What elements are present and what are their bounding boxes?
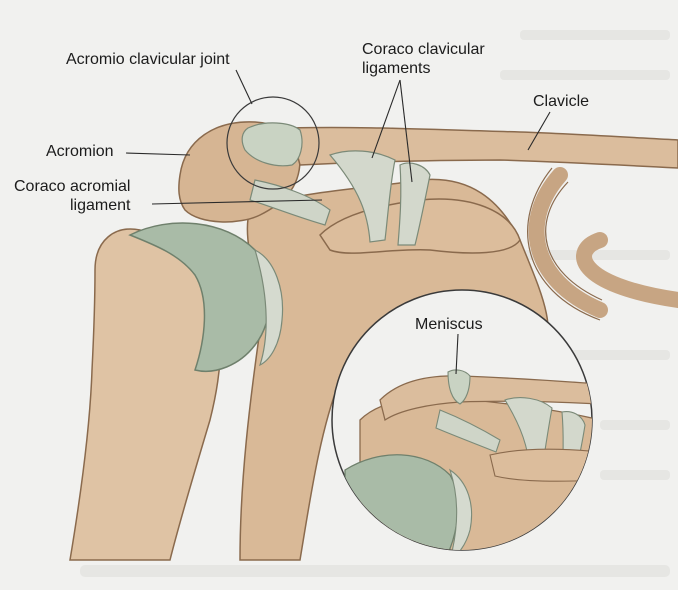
glenoid-labrum bbox=[254, 248, 284, 367]
coracoclavicular-label-line1: Coraco clavicular bbox=[362, 41, 485, 58]
coracoclavicular-label-line2: ligaments bbox=[362, 60, 431, 77]
ac-joint-callout-circle bbox=[226, 96, 320, 190]
coracoacromial-label-line1: Coraco acromial bbox=[14, 178, 131, 195]
ribs bbox=[528, 167, 678, 318]
ac-joint-cartilage bbox=[241, 122, 303, 167]
coracoclavicular-ligaments bbox=[328, 150, 431, 246]
coracoacromial-ligament bbox=[249, 179, 331, 226]
coracoclavicular-ligaments-label: Coraco clavicular ligaments bbox=[362, 40, 485, 78]
background-text-lines bbox=[80, 30, 670, 577]
coracoacromial-label-line2: ligament bbox=[70, 197, 131, 214]
clavicle-label: Clavicle bbox=[533, 93, 590, 110]
acromioclavicular-joint-label: Acromio clavicular joint bbox=[66, 51, 230, 68]
coracoacromial-ligament-label: Coraco acromial ligament bbox=[14, 177, 130, 215]
humeral-head-cartilage bbox=[128, 222, 271, 372]
leader-lines bbox=[125, 69, 551, 375]
acromion-label: Acromion bbox=[46, 143, 114, 160]
meniscus-label: Meniscus bbox=[415, 316, 483, 333]
